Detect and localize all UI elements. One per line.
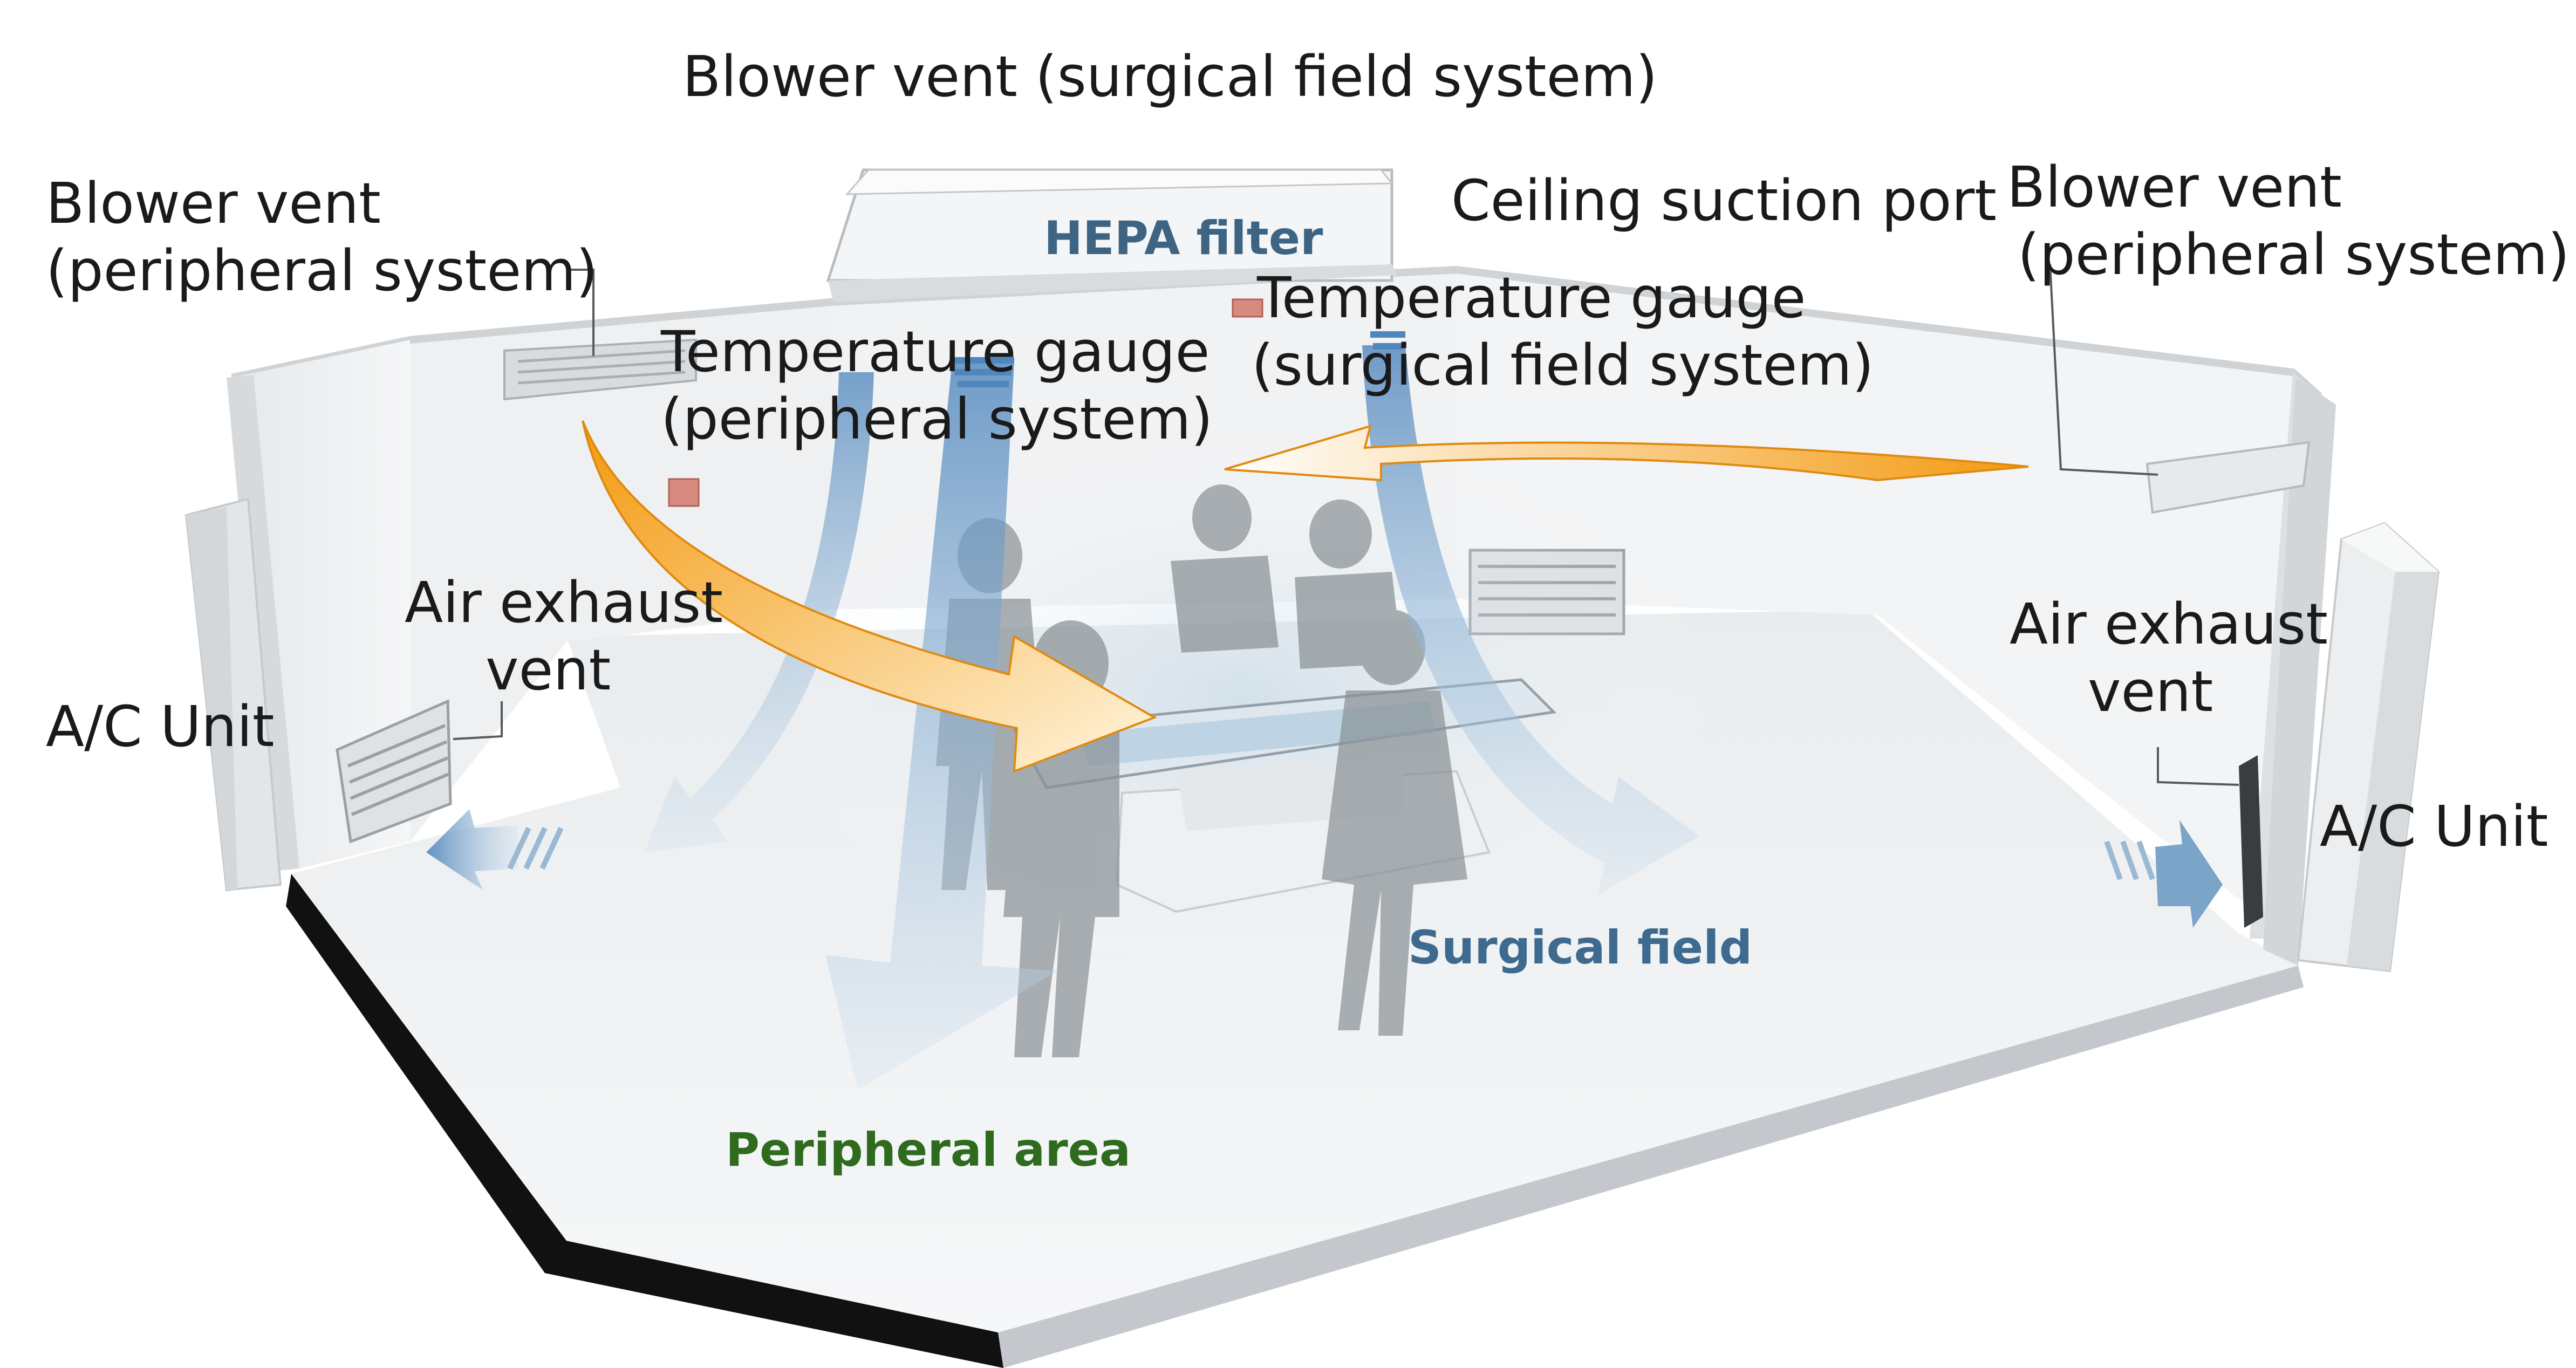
temperature-gauge-surgical — [1232, 298, 1263, 318]
blower-vent-left — [503, 338, 697, 401]
blower-outlet-marks — [952, 331, 1405, 387]
hepa-filter-box — [826, 168, 1397, 302]
label-ac-unit-left: A/C Unit — [46, 694, 275, 760]
label-temperature-gauge-surgical-1: Temperature gauge — [1257, 265, 1806, 331]
label-hepa-filter: HEPA filter — [1044, 211, 1323, 265]
label-blower-vent-surgical: Blower vent (surgical field system) — [682, 44, 1658, 110]
label-blower-vent-peripheral-left-2: (peripheral system) — [46, 238, 598, 304]
right-wall-post — [2263, 378, 2336, 966]
label-air-exhaust-left-1: Air exhaust — [405, 570, 723, 635]
label-surgical-field: Surgical field — [1408, 921, 1753, 975]
label-ceiling-suction-port: Ceiling suction port — [1451, 168, 1997, 234]
exhaust-arrow-left — [426, 809, 564, 890]
label-air-exhaust-right-1: Air exhaust — [2010, 591, 2328, 657]
back-wall-right — [1457, 270, 2293, 933]
ac-unit-right-box — [2297, 522, 2440, 973]
label-temperature-gauge-peripheral-2: (peripheral system) — [661, 386, 1213, 452]
floor-edge — [286, 874, 1003, 1368]
label-temperature-gauge-peripheral-1: Temperature gauge — [661, 319, 1210, 385]
ac-unit-left-box — [185, 497, 282, 892]
airflow-arrow-peripheral-main — [825, 361, 1057, 1090]
back-wall-left — [410, 302, 831, 842]
label-blower-vent-peripheral-right-1: Blower vent — [2007, 154, 2342, 220]
temperature-gauge-peripheral — [668, 478, 700, 507]
airflow-arrow-ceiling-return — [1224, 425, 2029, 482]
airflow-arrow-surgical — [1362, 345, 1699, 895]
exhaust-arrow-right — [2104, 820, 2223, 928]
label-air-exhaust-right-2: vent — [2088, 659, 2213, 724]
air-exhaust-vent-right — [2239, 755, 2263, 928]
label-blower-vent-peripheral-right-2: (peripheral system) — [2018, 222, 2570, 288]
label-peripheral-area: Peripheral area — [726, 1123, 1131, 1177]
air-exhaust-vent-left — [336, 699, 452, 844]
leader-lines — [453, 264, 2239, 786]
label-air-exhaust-left-2: vent — [486, 637, 611, 703]
label-temperature-gauge-surgical-2: (surgical field system) — [1252, 332, 1874, 398]
label-ac-unit-right: A/C Unit — [2320, 794, 2548, 859]
blower-vent-right — [2145, 441, 2311, 514]
floor-edge-right — [998, 966, 2304, 1368]
label-blower-vent-peripheral-left-1: Blower vent — [46, 170, 381, 236]
airflow-arrow-peripheral-orange — [582, 420, 1157, 773]
airflow-arrow-peripheral-left — [645, 372, 874, 852]
